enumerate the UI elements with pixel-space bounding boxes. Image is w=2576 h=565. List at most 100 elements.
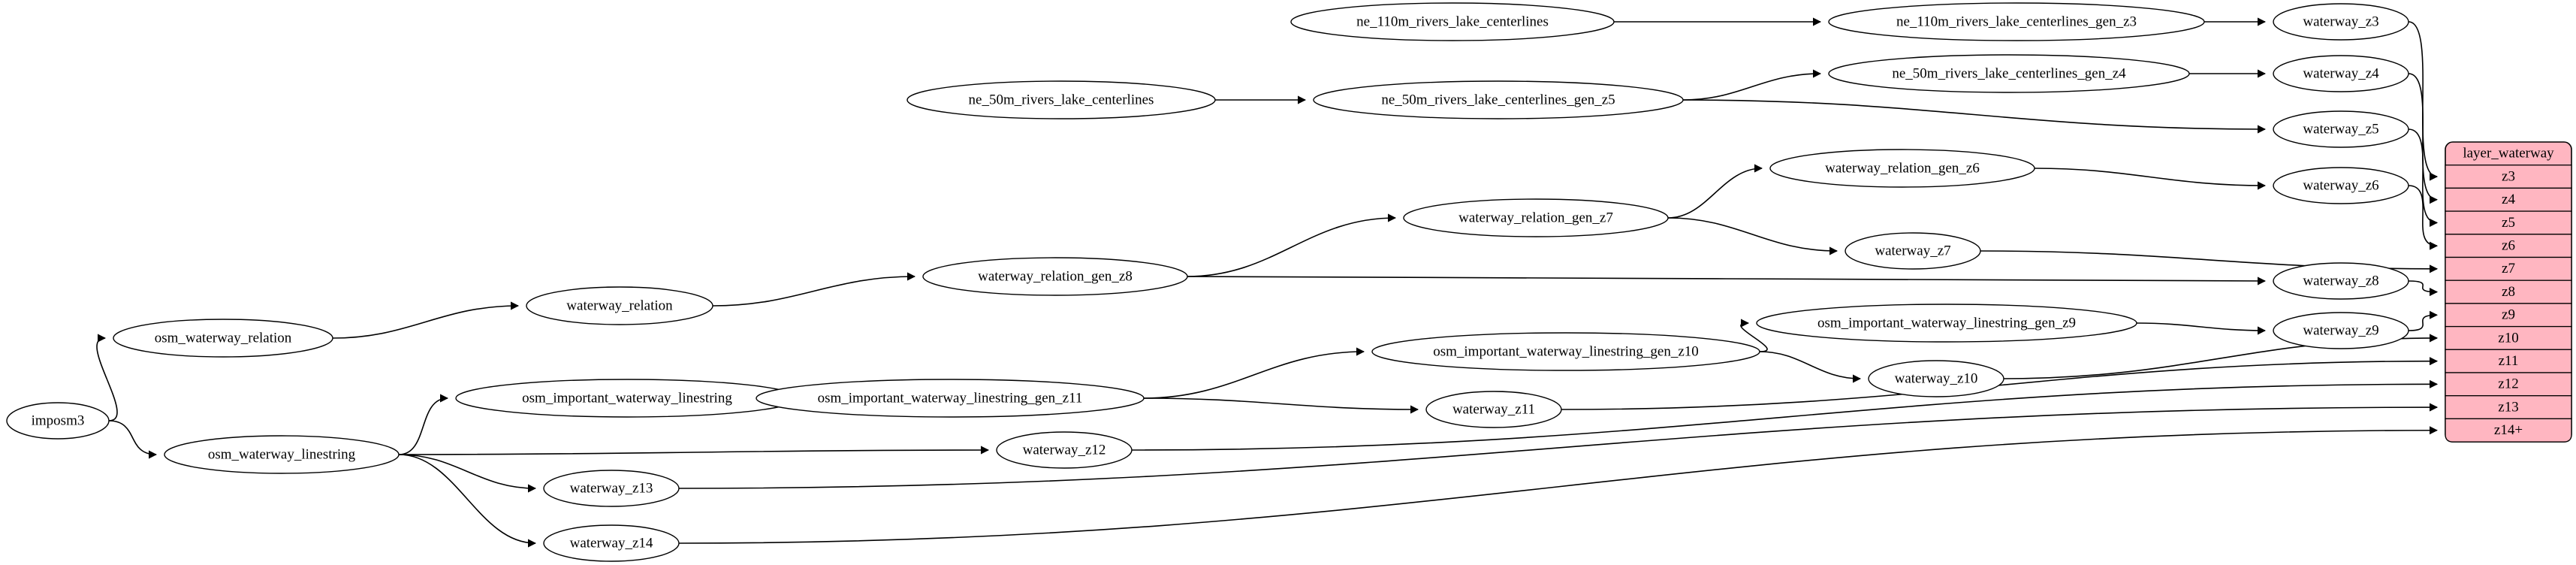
node-waterway_z9[interactable]: waterway_z9 bbox=[2273, 312, 2409, 349]
legend-row-label: z11 bbox=[2499, 353, 2519, 369]
legend-row-label: z10 bbox=[2498, 330, 2518, 346]
legend-row-z12[interactable]: z12 bbox=[2445, 372, 2572, 397]
legend-row-label: z9 bbox=[2502, 307, 2515, 323]
node-waterway_z3[interactable]: waterway_z3 bbox=[2273, 3, 2409, 41]
legend-row-z5[interactable]: z5 bbox=[2445, 210, 2572, 235]
node-waterway_relation_gen_z8[interactable]: waterway_relation_gen_z8 bbox=[922, 257, 1188, 296]
node-waterway_z14[interactable]: waterway_z14 bbox=[543, 524, 680, 562]
node-ellipse bbox=[996, 431, 1133, 469]
edge-waterway_relation_gen_z8-to-waterway_z8 bbox=[1187, 276, 2267, 286]
legend-row-label: z13 bbox=[2498, 399, 2518, 415]
node-ellipse bbox=[164, 435, 400, 474]
node-ellipse bbox=[526, 286, 713, 325]
edge-osm_waterway_linestring-to-waterway_z14 bbox=[398, 454, 537, 548]
legend-row-label: z14+ bbox=[2494, 422, 2523, 438]
node-waterway_z13[interactable]: waterway_z13 bbox=[543, 470, 680, 507]
node-ne_110m_rivers_lake_centerlines_gen_z3[interactable]: ne_110m_rivers_lake_centerlines_gen_z3 bbox=[1828, 2, 2205, 41]
node-ne_110m_rivers_lake_centerlines[interactable]: ne_110m_rivers_lake_centerlines bbox=[1290, 2, 1615, 41]
node-ellipse bbox=[2273, 262, 2409, 300]
edge-osm_waterway_linestring-to-waterway_z12 bbox=[398, 446, 990, 455]
legend-row-z13[interactable]: z13 bbox=[2445, 395, 2572, 420]
legend-row-z7[interactable]: z7 bbox=[2445, 256, 2572, 281]
edge-waterway_z3-to-layer_waterway-z3 bbox=[2408, 21, 2439, 181]
node-ellipse bbox=[1313, 80, 1684, 119]
nodes-layer: imposm3 osm_waterway_relation osm_waterway… bbox=[6, 2, 2409, 562]
node-waterway_z5[interactable]: waterway_z5 bbox=[2273, 110, 2409, 148]
legend-row-shape bbox=[2445, 279, 2572, 304]
legend-row-z11[interactable]: z11 bbox=[2445, 349, 2572, 373]
node-osm_waterway_relation[interactable]: osm_waterway_relation bbox=[113, 319, 333, 358]
edge-osm_waterway_relation-to-waterway_relation bbox=[332, 301, 520, 339]
edge-waterway_z13-to-layer_waterway-z13 bbox=[678, 403, 2439, 489]
node-ellipse bbox=[922, 257, 1188, 296]
edge-waterway_z6-to-layer_waterway-z6 bbox=[2408, 185, 2439, 250]
legend-row-z4[interactable]: z4 bbox=[2445, 187, 2572, 212]
edge-waterway_z12-to-layer_waterway-z12 bbox=[1131, 379, 2439, 451]
node-label: imposm3 bbox=[32, 412, 85, 428]
node-osm_important_waterway_linestring_gen_z11[interactable]: osm_important_waterway_linestring_gen_z1… bbox=[756, 379, 1145, 418]
legend-row-z14+[interactable]: z14+ bbox=[2445, 418, 2572, 443]
legend-row-z9[interactable]: z9 bbox=[2445, 303, 2572, 328]
legend-row-label: z6 bbox=[2502, 238, 2515, 254]
node-label: ne_50m_rivers_lake_centerlines bbox=[969, 92, 1154, 107]
node-label: waterway_z3 bbox=[2303, 14, 2378, 29]
legend-row-label: z3 bbox=[2502, 168, 2515, 184]
edge-imposm3-to-osm_waterway_relation bbox=[96, 334, 118, 421]
node-ellipse bbox=[543, 524, 680, 562]
legend-row-label: z8 bbox=[2502, 284, 2515, 300]
node-ellipse bbox=[1290, 2, 1615, 41]
node-waterway_z10[interactable]: waterway_z10 bbox=[1868, 360, 2004, 397]
node-waterway_relation_gen_z6[interactable]: waterway_relation_gen_z6 bbox=[1769, 149, 2035, 188]
node-ellipse bbox=[6, 402, 110, 440]
node-waterway_z11[interactable]: waterway_z11 bbox=[1425, 391, 1562, 428]
node-waterway_z4[interactable]: waterway_z4 bbox=[2273, 55, 2409, 92]
node-osm_important_waterway_linestring_gen_z10[interactable]: osm_important_waterway_linestring_gen_z1… bbox=[1371, 332, 1760, 371]
node-waterway_z6[interactable]: waterway_z6 bbox=[2273, 167, 2409, 204]
node-ellipse bbox=[1371, 332, 1760, 371]
node-waterway_z7[interactable]: waterway_z7 bbox=[1845, 232, 1981, 270]
node-waterway_relation_gen_z7[interactable]: waterway_relation_gen_z7 bbox=[1403, 198, 1669, 237]
node-label: waterway_z7 bbox=[1875, 243, 1950, 258]
node-waterway_z8[interactable]: waterway_z8 bbox=[2273, 262, 2409, 300]
legend-row-shape bbox=[2445, 372, 2572, 397]
edge-osm_important_waterway_linestring_gen_z10-to-osm_important_waterway_linestring_gen_z9 bbox=[1740, 319, 1768, 352]
node-ne_50m_rivers_lake_centerlines[interactable]: ne_50m_rivers_lake_centerlines bbox=[906, 80, 1216, 119]
edge-waterway_z5-to-layer_waterway-z5 bbox=[2408, 128, 2439, 228]
node-waterway_relation[interactable]: waterway_relation bbox=[526, 286, 713, 325]
node-label: waterway_relation bbox=[566, 298, 673, 313]
node-ellipse bbox=[1769, 149, 2035, 188]
legend-row-label: z5 bbox=[2502, 215, 2515, 231]
node-ellipse bbox=[543, 470, 680, 507]
node-ellipse bbox=[2273, 55, 2409, 92]
node-osm_important_waterway_linestring[interactable]: osm_important_waterway_linestring bbox=[455, 379, 799, 418]
legend-row-z10[interactable]: z10 bbox=[2445, 325, 2572, 350]
edge-waterway_relation_gen_z7-to-waterway_z7 bbox=[1667, 217, 1838, 255]
node-osm_important_waterway_linestring_gen_z9[interactable]: osm_important_waterway_linestring_gen_z9 bbox=[1756, 304, 2137, 343]
edge-osm_important_waterway_linestring_gen_z9-to-waterway_z9 bbox=[2136, 322, 2267, 335]
legend-row-z6[interactable]: z6 bbox=[2445, 234, 2572, 258]
node-label: osm_important_waterway_linestring_gen_z9 bbox=[1817, 315, 2076, 331]
node-ellipse bbox=[2273, 312, 2409, 349]
node-imposm3[interactable]: imposm3 bbox=[6, 402, 110, 440]
edge-imposm3-to-osm_waterway_linestring bbox=[108, 420, 158, 459]
node-label: waterway_relation_gen_z8 bbox=[978, 268, 1133, 284]
node-label: osm_important_waterway_linestring bbox=[522, 390, 732, 406]
node-label: waterway_z5 bbox=[2303, 121, 2378, 137]
node-ne_50m_rivers_lake_centerlines_gen_z4[interactable]: ne_50m_rivers_lake_centerlines_gen_z4 bbox=[1828, 54, 2190, 93]
node-ne_50m_rivers_lake_centerlines_gen_z5[interactable]: ne_50m_rivers_lake_centerlines_gen_z5 bbox=[1313, 80, 1684, 119]
edge-osm_important_waterway_linestring_gen_z11-to-waterway_z11 bbox=[1143, 397, 1419, 414]
node-label: osm_waterway_linestring bbox=[208, 446, 356, 462]
node-label: waterway_z10 bbox=[1895, 370, 1978, 386]
node-ellipse bbox=[113, 319, 333, 358]
node-ellipse bbox=[906, 80, 1216, 119]
node-waterway_z12[interactable]: waterway_z12 bbox=[996, 431, 1133, 469]
node-label: waterway_z6 bbox=[2303, 177, 2378, 193]
edge-waterway_z14-to-layer_waterway-z14+ bbox=[678, 426, 2439, 544]
node-ellipse bbox=[2273, 167, 2409, 204]
node-label: waterway_relation_gen_z6 bbox=[1825, 160, 1980, 176]
legend-row-z8[interactable]: z8 bbox=[2445, 279, 2572, 304]
node-osm_waterway_linestring[interactable]: osm_waterway_linestring bbox=[164, 435, 400, 474]
node-ellipse bbox=[2273, 110, 2409, 148]
legend-row-z3[interactable]: z3 bbox=[2445, 165, 2572, 189]
legend-table: layer_waterwayz3z4z5z6z7z8z9z10z11z12z13… bbox=[2445, 141, 2572, 443]
